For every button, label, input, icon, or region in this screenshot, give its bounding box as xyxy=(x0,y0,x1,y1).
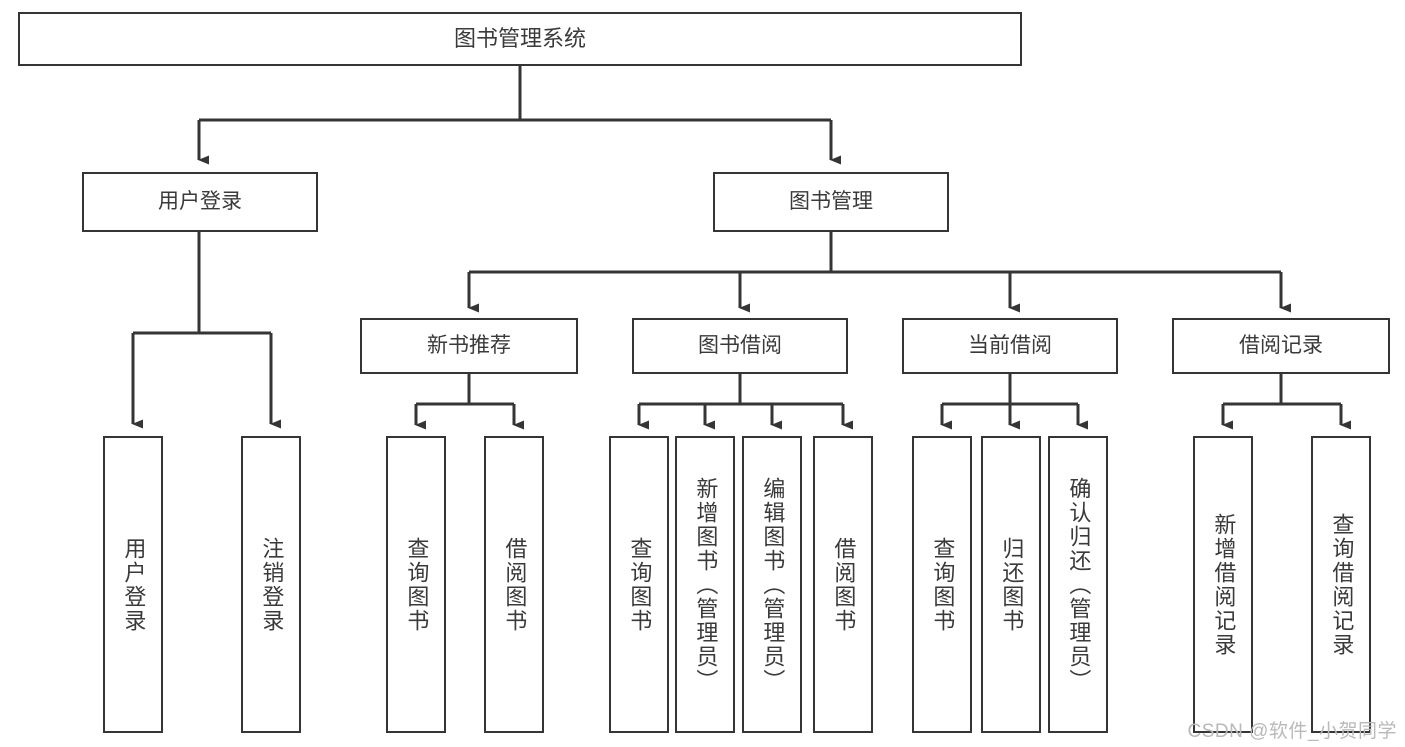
leaf-return-book[interactable]: 归还图书 xyxy=(981,436,1041,733)
node-label: 查询图书 xyxy=(930,536,956,633)
node-label: 查询图书 xyxy=(404,536,430,633)
leaf-query-borrow-record[interactable]: 查询借阅记录 xyxy=(1311,436,1371,733)
node-label: 查询借阅记录 xyxy=(1329,512,1355,657)
node-label: 图书借阅 xyxy=(698,334,782,358)
node-label: 新增图书（管理员） xyxy=(693,476,719,693)
leaf-query-book-current[interactable]: 查询图书 xyxy=(912,436,972,733)
node-label: 归还图书 xyxy=(999,536,1025,633)
node-label: 确认归还（管理员） xyxy=(1066,476,1092,693)
node-label: 图书管理 xyxy=(789,190,873,214)
node-root-system[interactable]: 图书管理系统 xyxy=(18,12,1022,66)
leaf-borrow-book-recommend[interactable]: 借阅图书 xyxy=(484,436,544,733)
node-label: 注销登录 xyxy=(259,536,285,633)
node-label: 当前借阅 xyxy=(968,334,1052,358)
node-label: 查询图书 xyxy=(627,536,653,633)
leaf-add-borrow-record[interactable]: 新增借阅记录 xyxy=(1193,436,1253,733)
node-label: 新增借阅记录 xyxy=(1211,512,1237,657)
node-label: 图书管理系统 xyxy=(453,25,586,51)
node-user-login[interactable]: 用户登录 xyxy=(82,172,318,232)
leaf-confirm-return-admin[interactable]: 确认归还（管理员） xyxy=(1048,436,1108,733)
leaf-add-book-admin[interactable]: 新增图书（管理员） xyxy=(675,436,735,733)
node-new-book-recommend[interactable]: 新书推荐 xyxy=(360,318,578,374)
node-label: 借阅图书 xyxy=(831,536,857,633)
leaf-query-book-recommend[interactable]: 查询图书 xyxy=(386,436,446,733)
node-label: 新书推荐 xyxy=(427,334,511,358)
leaf-query-book-borrow[interactable]: 查询图书 xyxy=(609,436,669,733)
leaf-user-logout[interactable]: 注销登录 xyxy=(241,436,301,733)
node-label: 编辑图书（管理员） xyxy=(760,476,786,693)
node-book-borrow[interactable]: 图书借阅 xyxy=(632,318,848,374)
leaf-borrow-book[interactable]: 借阅图书 xyxy=(813,436,873,733)
node-label: 借阅图书 xyxy=(502,536,528,633)
leaf-edit-book-admin[interactable]: 编辑图书（管理员） xyxy=(742,436,802,733)
node-label: 借阅记录 xyxy=(1239,334,1323,358)
node-borrow-record[interactable]: 借阅记录 xyxy=(1172,318,1390,374)
node-current-borrow[interactable]: 当前借阅 xyxy=(902,318,1118,374)
node-label: 用户登录 xyxy=(121,536,147,633)
node-book-management[interactable]: 图书管理 xyxy=(713,172,949,232)
node-label: 用户登录 xyxy=(158,190,242,214)
leaf-user-login[interactable]: 用户登录 xyxy=(103,436,163,733)
csdn-watermark: CSDN @软件_小贺同学 xyxy=(1187,721,1397,742)
